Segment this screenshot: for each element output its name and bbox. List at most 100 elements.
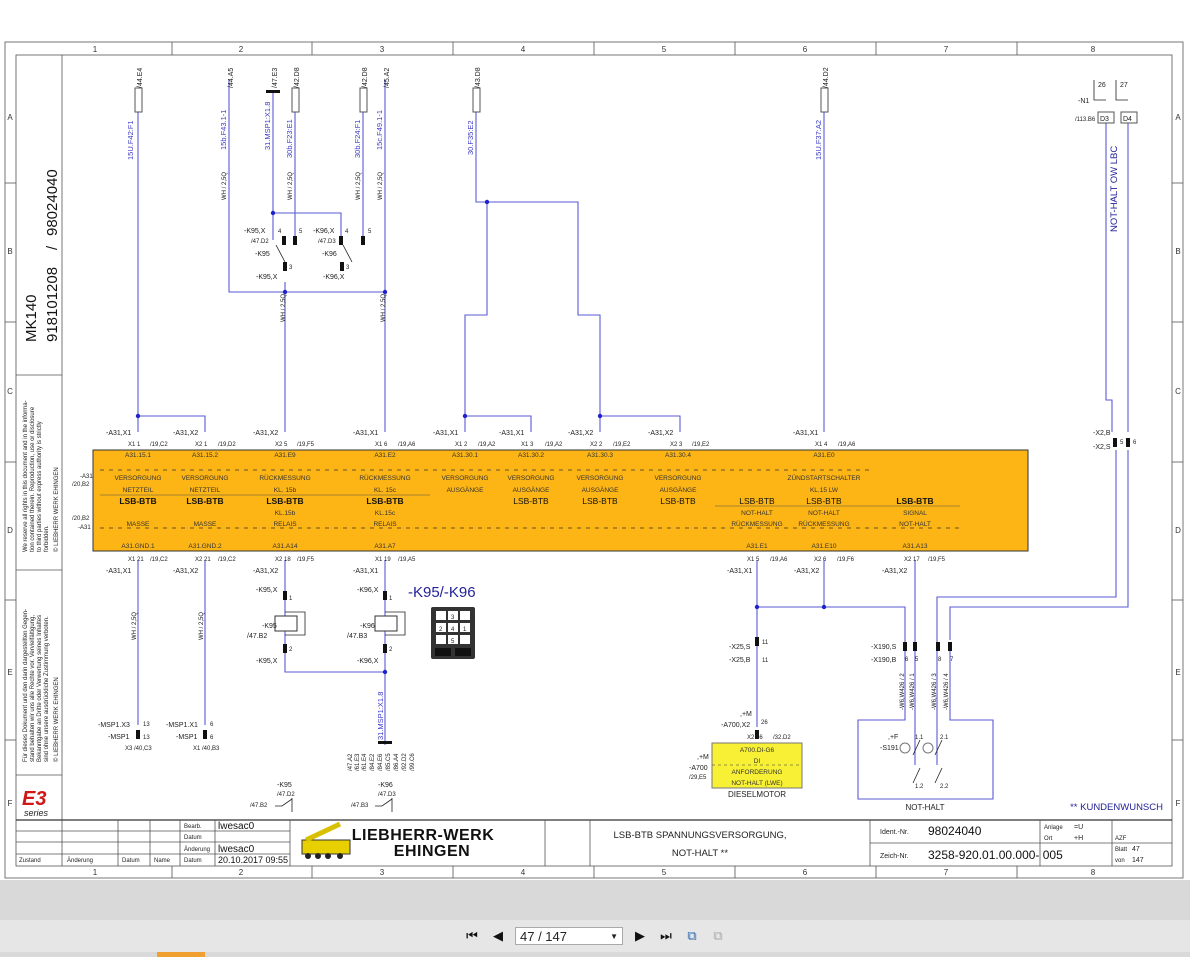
von-label: von bbox=[1115, 858, 1125, 864]
cross-ref: /99.C6 bbox=[410, 753, 416, 771]
wire-label: 15c.F49.1-1 bbox=[375, 110, 384, 150]
wire-label: 30.F35:E2 bbox=[466, 120, 475, 155]
msp-cross-refs: /47.A2 /61.E3 /61.E4 /84.E2 /84.E6 /85.C… bbox=[348, 753, 416, 771]
cable-label: -W6,W426 / 4 bbox=[944, 673, 950, 710]
cable-label: -W6,W426 / 3 bbox=[932, 673, 938, 710]
row-letter: B bbox=[7, 247, 12, 256]
page-select[interactable]: 47 / 147 ▼ bbox=[515, 927, 623, 945]
contact-label: 1.2 bbox=[915, 784, 924, 790]
module-main-text: LSB-BTB bbox=[119, 496, 156, 506]
s191-label: -S191 bbox=[880, 745, 899, 752]
blatt-label: Blatt bbox=[1115, 847, 1127, 853]
connector-ref: /19,A2 bbox=[478, 442, 496, 448]
module-l1-text: VERSORGUNG bbox=[577, 475, 624, 482]
next-view-button[interactable]: ⧉ bbox=[709, 927, 727, 945]
connector-ref: /19,E2 bbox=[692, 442, 710, 448]
cable-label: WH / 2,5Q bbox=[222, 172, 228, 200]
cross-ref: /84.E6 bbox=[378, 753, 384, 771]
connector-ref: /19,C2 bbox=[150, 557, 168, 563]
module-bottom-text: A31.A14 bbox=[273, 543, 298, 550]
module-top-text: A31.30.4 bbox=[665, 452, 691, 459]
module-bottom-text: A31.E1 bbox=[746, 543, 768, 550]
module-bottom-text: A31.A7 bbox=[374, 543, 396, 550]
a700x2-label: -A700,X2 bbox=[721, 722, 750, 729]
connector-pin: X1 19 bbox=[375, 557, 391, 563]
wire-ref: /44.E4 bbox=[137, 68, 144, 88]
msp1-ref: X3 /40,C3 bbox=[125, 746, 152, 752]
row-letter: A bbox=[1175, 113, 1181, 122]
pin-number: 6 bbox=[1133, 440, 1137, 446]
n1-d4: D4 bbox=[1123, 116, 1132, 123]
connector-label: -A31,X1 bbox=[793, 430, 818, 437]
column-number: 3 bbox=[380, 868, 385, 877]
schematic-sheet: 1 2 3 4 5 6 7 8 1 2 3 4 5 6 7 8 A B C D … bbox=[4, 41, 1184, 879]
k95-connector-label: -K95,X bbox=[256, 587, 278, 594]
azf-label: AZF bbox=[1115, 836, 1127, 842]
pushbutton-icon bbox=[899, 742, 911, 754]
row-letter: B bbox=[1175, 247, 1180, 256]
pin-number: 5 bbox=[915, 657, 919, 663]
pin-number: 3 bbox=[346, 265, 350, 271]
pushbutton-icon bbox=[922, 742, 934, 754]
module-l1-text: RÜCKMESSUNG bbox=[359, 474, 410, 482]
wire-ref: /44.A5 bbox=[228, 68, 235, 88]
zeich-value: 3258-920.01.00.000- 005 bbox=[928, 848, 1063, 862]
cable-label: WH / 2,5Q bbox=[281, 294, 287, 322]
connectors-bottom: X1 21 /19,C2 -A31,X1 X2 21 /19,C2 -A31,X… bbox=[106, 557, 946, 575]
company-location: EHINGEN bbox=[394, 843, 470, 860]
module-main-text: LSB-BTB bbox=[896, 496, 933, 506]
pin-number: 1 bbox=[389, 596, 393, 602]
relay-contacts: -K95,X /47.D2 -K95 -K95,X -K96,X /47.D3 … bbox=[244, 228, 372, 281]
column-number: 4 bbox=[521, 45, 526, 54]
previous-view-button[interactable]: ⧉ bbox=[683, 927, 701, 945]
cable-label: -W6,W426 / 1 bbox=[910, 673, 916, 710]
prev-page-button[interactable]: ◀ bbox=[489, 927, 507, 945]
a700-location: ,+M bbox=[697, 754, 709, 761]
connector-pin: X2 6 bbox=[814, 557, 827, 563]
row-letter: A bbox=[7, 113, 13, 122]
column-number: 7 bbox=[944, 868, 949, 877]
contact-label: 1.1 bbox=[915, 735, 924, 741]
pin-number: 2 bbox=[389, 647, 393, 653]
connector-ref: /19,A5 bbox=[398, 557, 416, 563]
relay-socket-title: -K95/-K96 bbox=[408, 584, 476, 601]
n1-pin: 26 bbox=[1098, 82, 1106, 89]
msp1-label: -MSP1 bbox=[176, 734, 198, 741]
n1-pin: 27 bbox=[1120, 82, 1128, 89]
socket-pin: 5 bbox=[451, 639, 455, 645]
row-letter: F bbox=[1176, 799, 1181, 808]
wire-label: 15U.F42:F1 bbox=[126, 120, 135, 160]
module-l1-text: VERSORGUNG bbox=[655, 475, 702, 482]
pin-number: 26 bbox=[761, 720, 768, 726]
top-wire-labels: /44.E4 15U.F42:F1 /44.A5 15b.F43.1-1 WH … bbox=[126, 67, 1138, 322]
connector-pin: X1 5 bbox=[747, 557, 760, 563]
row-letter: C bbox=[7, 387, 13, 396]
module-label: -A31 bbox=[78, 525, 91, 531]
chevron-down-icon: ▼ bbox=[610, 931, 618, 941]
module-l2-text: AUSGÄNGE bbox=[513, 486, 551, 494]
aenderung-label: Änderung bbox=[184, 846, 210, 853]
datum-label: Datum bbox=[184, 858, 202, 864]
pin-number: 5 bbox=[368, 229, 372, 235]
dieselmotor-label: DIESELMOTOR bbox=[728, 790, 786, 799]
k96-coil-label: -K96 bbox=[360, 623, 375, 630]
first-page-button[interactable]: ⏮ bbox=[463, 927, 481, 945]
last-page-button[interactable]: ⏭ bbox=[657, 927, 675, 945]
connector-ref: /19,F5 bbox=[928, 557, 946, 563]
k95-contact-coil-ref: /47.B2 bbox=[250, 803, 268, 809]
pin-number: 8 bbox=[938, 657, 942, 663]
pin-number: 1 bbox=[289, 596, 293, 602]
pin-number: 6 bbox=[905, 657, 909, 663]
wire-ref: /43.D8 bbox=[475, 67, 482, 88]
msp1-label: -MSP1 bbox=[108, 734, 130, 741]
drawing-number-b: 98024040 bbox=[44, 169, 61, 236]
next-page-button[interactable]: ▶ bbox=[631, 927, 649, 945]
connector-ref: /19,A6 bbox=[838, 442, 856, 448]
connector-label: -A31,X2 bbox=[648, 430, 673, 437]
a700-location: ,+M bbox=[740, 711, 752, 718]
module-s2-text: RÜCKMESSUNG bbox=[798, 520, 849, 528]
k96-label: -K96 bbox=[322, 251, 337, 258]
msp1-terminals: WH / 2,5Q WH / 2,5Q -MSP1.X3 13 -MSP1 13… bbox=[98, 612, 220, 752]
module-top-text: A31.E2 bbox=[374, 452, 396, 459]
k96-connector-label: -K96,X bbox=[323, 274, 345, 281]
